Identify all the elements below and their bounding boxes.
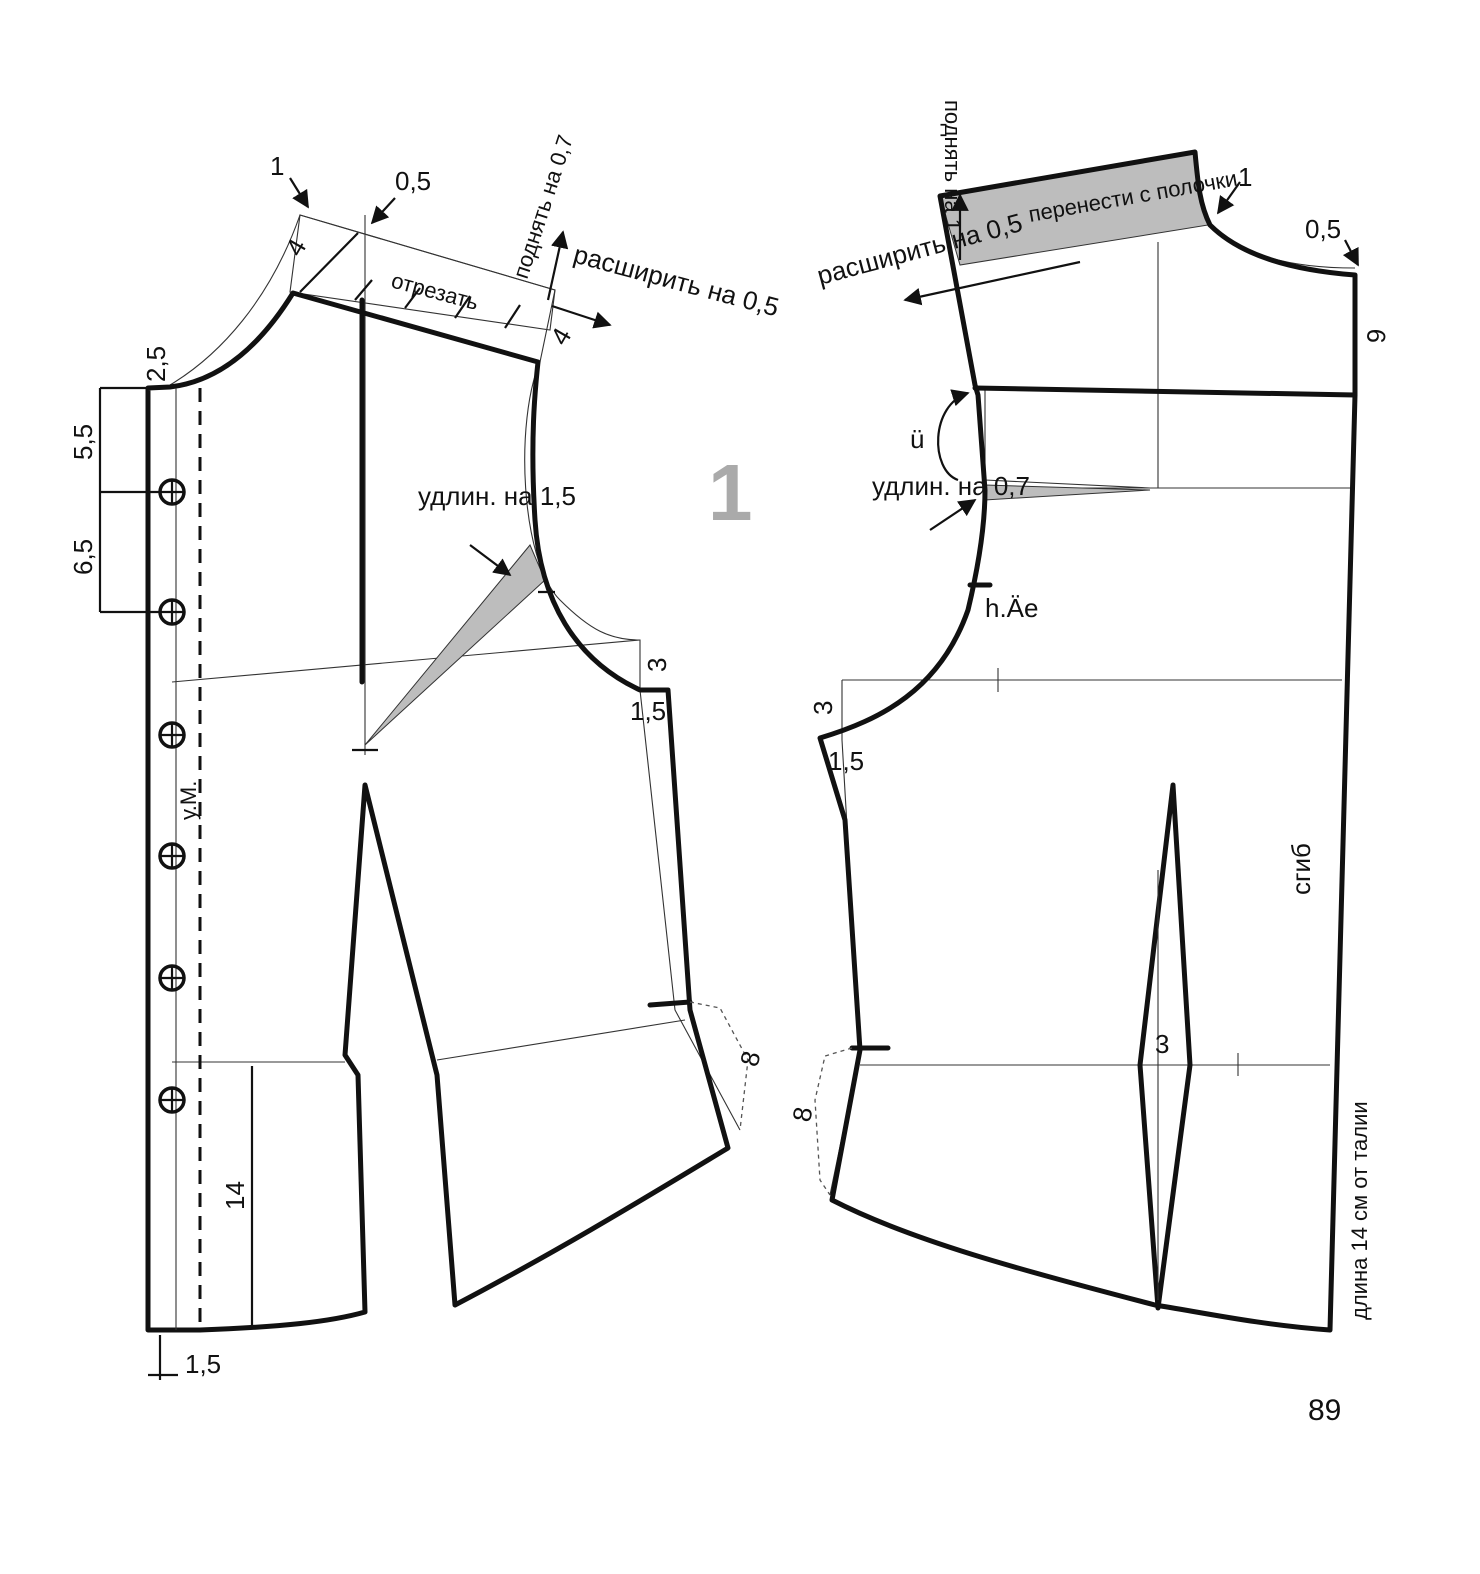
front-dim-1-label: 5,5 (68, 424, 98, 460)
front-neck-drop-label: 2,5 (141, 346, 171, 382)
front-side-notch (647, 999, 693, 1008)
front-hem-label: 8 (734, 1048, 767, 1070)
front-original-outline (169, 214, 741, 1131)
back-u-label: ü (910, 424, 924, 454)
back-yoke-seam (972, 385, 1358, 398)
front-shoulder-right-label: 4 (544, 322, 577, 350)
front-widen-label: расширить на 0,5 (570, 239, 782, 323)
button-icon (158, 598, 186, 626)
arrow-icon (370, 197, 396, 225)
arrow-icon (937, 389, 970, 482)
front-shoulder-point-label: 1 (270, 151, 284, 181)
front-dart-shift-label: 0,5 (395, 166, 431, 196)
button-icon (158, 842, 186, 870)
arrow-icon (546, 230, 569, 301)
back-shoulder-point-label: 1 (1238, 162, 1252, 192)
back-armhole-label: 3 (808, 701, 838, 715)
arrow-icon (289, 177, 309, 209)
front-bust-line (171, 639, 641, 683)
arrow-icon (929, 499, 977, 531)
front-ext-label: 1,5 (185, 1349, 221, 1379)
front-side-label: 1,5 (630, 696, 666, 726)
front-lengthen-label: удлин. на 1,5 (418, 481, 576, 511)
back-hem-label: 8 (786, 1105, 818, 1124)
arrow-icon (551, 304, 612, 329)
front-yoke-strip (289, 214, 556, 331)
page-number: 89 (1308, 1394, 1341, 1427)
back-neck-label: 0,5 (1305, 214, 1341, 244)
figure-number: 1 (708, 448, 753, 537)
back-dart-label: 3 (1155, 1029, 1169, 1059)
front-piece: 1 0,5 поднять на 0,7 отрезать расширить … (68, 132, 782, 1380)
back-lengthen-label: удлин. на 0,7 (872, 471, 1030, 501)
arrow-icon (1216, 181, 1241, 215)
back-fold-label: сгиб (1286, 843, 1316, 895)
front-armhole-label: 3 (642, 658, 672, 672)
back-side-label: 1,5 (828, 746, 864, 776)
front-cut-off-label: отрезать (389, 268, 482, 315)
front-shoulder-left-label: 4 (279, 233, 312, 261)
back-waist-dart (1137, 782, 1193, 1311)
front-dimensions (98, 386, 254, 1380)
back-raise-label: поднять на 1 (940, 100, 965, 231)
front-center-label: у.М. (176, 781, 201, 820)
arrow-icon (903, 260, 1081, 306)
front-outline (145, 290, 731, 1333)
button-icon (158, 478, 186, 506)
front-dim-2-label: 6,5 (68, 539, 98, 575)
front-cut-hatch (299, 232, 521, 329)
front-dim-14-label: 14 (220, 1181, 250, 1210)
front-waist-line-right (436, 1019, 686, 1061)
back-hem-ext (814, 1047, 853, 1196)
button-icon (158, 721, 186, 749)
back-length-note: длина 14 см от талии (1347, 1101, 1372, 1320)
arrow-icon (469, 544, 512, 577)
arrow-icon (1342, 239, 1359, 267)
button-icon (158, 964, 186, 992)
front-lengthen-wedge (364, 544, 546, 746)
back-notch-label: h.Äe (985, 593, 1039, 623)
front-raise-label: поднять на 0,7 (508, 132, 578, 282)
back-piece: поднять на 1 перенести с полочки 1 0,5 р… (786, 100, 1392, 1333)
button-icon (158, 1086, 186, 1114)
back-outline (817, 149, 1358, 1333)
back-neck-6-label: 6 (1361, 327, 1392, 344)
